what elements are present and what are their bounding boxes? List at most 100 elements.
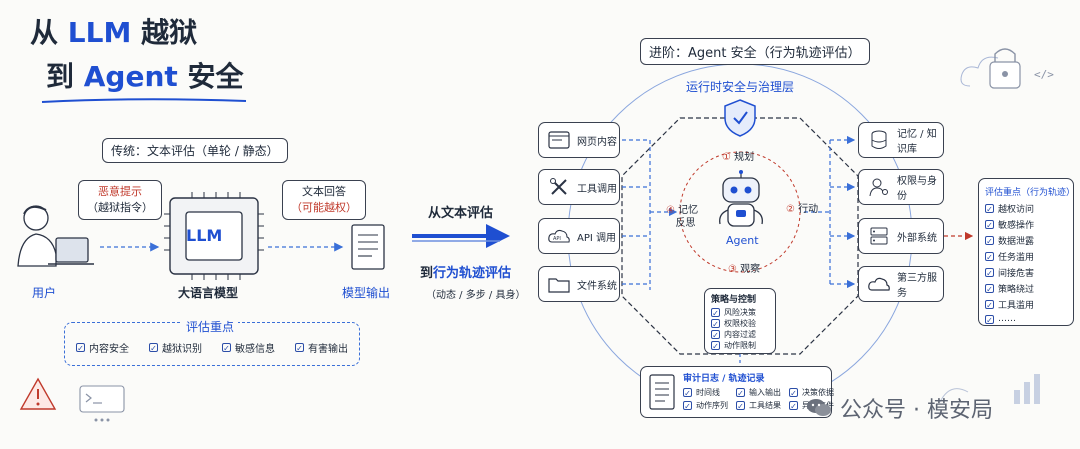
terminal-icon bbox=[79, 385, 125, 422]
cloud-lock-icon: </> bbox=[960, 48, 1054, 89]
checkbox-icon: ✓ bbox=[985, 204, 994, 214]
checkbox-icon: ✓ bbox=[711, 341, 720, 351]
database-icon bbox=[867, 129, 891, 151]
traditional-focus-list: ✓内容安全 ✓越狱识别 ✓敏感信息 ✓有害输出 bbox=[76, 340, 348, 355]
svg-text:API: API bbox=[553, 236, 561, 242]
audit-item: ✓时间线 bbox=[683, 388, 720, 398]
watermark: 公众号 · 模安局 bbox=[806, 392, 993, 424]
checkbox-icon: ✓ bbox=[683, 401, 692, 411]
input-tool-call: 工具调用 bbox=[538, 169, 620, 205]
checkbox-icon: ✓ bbox=[736, 388, 745, 398]
document-icon bbox=[351, 224, 385, 270]
user-illustration-icon bbox=[17, 205, 94, 267]
loop-observe: ③ 观察 bbox=[728, 264, 761, 275]
checkbox-icon: ✓ bbox=[222, 343, 231, 353]
user-key-icon bbox=[867, 176, 891, 198]
traditional-header: 传统：文本评估（单轮 / 静态） bbox=[102, 138, 288, 163]
checkbox-icon: ✓ bbox=[985, 284, 994, 294]
policy-item: ✓风险决策 bbox=[711, 308, 756, 318]
output-permissions: 权限与身份 bbox=[858, 169, 944, 205]
audit-title: 审计日志 / 轨迹记录 bbox=[683, 374, 765, 384]
checkbox-icon: ✓ bbox=[76, 343, 85, 353]
checkbox-icon: ✓ bbox=[683, 388, 692, 398]
output-external-system: 外部系统 bbox=[858, 218, 944, 254]
title-line-2: 到 Agent 安全 bbox=[46, 60, 244, 93]
loop-plan: ① 规划 bbox=[722, 152, 755, 163]
governance-label: 运行时安全与治理层 bbox=[686, 80, 795, 94]
output-third-party: 第三方服务 bbox=[858, 266, 944, 302]
focus-item: ✓越狱识别 bbox=[149, 343, 202, 355]
malicious-prompt-bubble: 恶意提示 （越狱指令） bbox=[78, 180, 162, 220]
title-line-1: 从 LLM 越狱 bbox=[30, 16, 198, 49]
checkbox-icon: ✓ bbox=[711, 319, 720, 329]
advanced-focus-item: ✓…… bbox=[985, 314, 1016, 325]
folder-icon bbox=[547, 273, 571, 295]
api-cloud-icon: API bbox=[547, 225, 571, 247]
focus-item: ✓敏感信息 bbox=[222, 343, 275, 355]
text-answer-bubble: 文本回答 （可能越权） bbox=[282, 180, 366, 220]
browser-icon bbox=[547, 129, 571, 151]
audit-item: ✓输入输出 bbox=[736, 388, 781, 398]
audit-item: ✓决策依据 bbox=[789, 388, 834, 398]
input-file-system: 文件系统 bbox=[538, 266, 620, 302]
checkbox-icon: ✓ bbox=[985, 252, 994, 262]
svg-text:</>: </> bbox=[1034, 68, 1054, 81]
checkbox-icon: ✓ bbox=[711, 308, 720, 318]
user-label: 用户 bbox=[32, 286, 57, 300]
transition-from: 从文本评估 bbox=[428, 206, 494, 221]
policy-item: ✓动作限制 bbox=[711, 341, 756, 351]
traditional-focus-title: 评估重点 bbox=[182, 318, 239, 335]
loop-memory: ④ 记忆 反思 bbox=[666, 205, 699, 229]
title-underline bbox=[41, 98, 247, 103]
llm-label: 大语言模型 bbox=[178, 286, 239, 300]
checkbox-icon: ✓ bbox=[985, 236, 994, 246]
advanced-focus-item: ✓越权访问 bbox=[985, 204, 1035, 215]
model-output-label: 模型输出 bbox=[342, 286, 391, 300]
wechat-icon bbox=[806, 397, 832, 419]
output-memory: 记忆 / 知识库 bbox=[858, 122, 944, 158]
robot-agent-icon bbox=[719, 170, 763, 227]
advanced-focus-item: ✓数据泄露 bbox=[985, 236, 1035, 247]
policy-box: 策略与控制 ✓风险决策 ✓权限校验 ✓内容过滤 ✓动作限制 bbox=[704, 288, 776, 354]
policy-title: 策略与控制 bbox=[711, 295, 757, 305]
focus-item: ✓内容安全 bbox=[76, 343, 129, 355]
input-web-content: 网页内容 bbox=[538, 122, 620, 158]
advanced-focus-item: ✓工具滥用 bbox=[985, 300, 1035, 311]
advanced-header: 进阶：Agent 安全（行为轨迹评估） bbox=[640, 38, 870, 65]
llm-chip-text: LLM bbox=[186, 226, 223, 245]
checkbox-icon: ✓ bbox=[149, 343, 158, 353]
advanced-focus-title: 评估重点（行为轨迹） bbox=[985, 188, 1076, 198]
cloud-icon bbox=[867, 273, 891, 295]
checkbox-icon: ✓ bbox=[711, 330, 720, 340]
transition-to: 到行为轨迹评估 bbox=[420, 266, 512, 281]
focus-item: ✓有害输出 bbox=[295, 343, 348, 355]
policy-item: ✓内容过滤 bbox=[711, 330, 756, 340]
shield-icon bbox=[724, 99, 756, 137]
wrench-icon bbox=[547, 176, 571, 198]
input-api-call: API API 调用 bbox=[538, 218, 620, 254]
checkbox-icon: ✓ bbox=[985, 300, 994, 310]
server-icon bbox=[867, 225, 891, 247]
audit-box: 审计日志 / 轨迹记录 ✓时间线 ✓输入输出 ✓决策依据 ✓动作序列 ✓工具结果… bbox=[640, 366, 834, 418]
agent-label: Agent bbox=[726, 234, 759, 247]
llm-chip-icon bbox=[164, 192, 264, 280]
checkbox-icon: ✓ bbox=[295, 343, 304, 353]
transition-sub: （动态 / 多步 / 具身） bbox=[426, 290, 526, 301]
advanced-focus-item: ✓任务滥用 bbox=[985, 252, 1035, 263]
warning-icon bbox=[19, 377, 57, 410]
advanced-focus-item: ✓敏感操作 bbox=[985, 220, 1035, 231]
audit-item: ✓工具结果 bbox=[736, 401, 781, 411]
loop-act: ② 行动 bbox=[786, 204, 819, 215]
checkbox-icon: ✓ bbox=[789, 388, 798, 398]
policy-item: ✓权限校验 bbox=[711, 319, 756, 329]
chart-doodle-icon bbox=[939, 374, 1040, 404]
audit-item: ✓动作序列 bbox=[683, 401, 728, 411]
checkbox-icon: ✓ bbox=[985, 220, 994, 230]
checkbox-icon: ✓ bbox=[985, 268, 994, 278]
checkbox-icon: ✓ bbox=[789, 401, 798, 411]
checkbox-icon: ✓ bbox=[985, 314, 994, 325]
checkbox-icon: ✓ bbox=[736, 401, 745, 411]
advanced-focus-box: 评估重点（行为轨迹） ✓越权访问 ✓敏感操作 ✓数据泄露 ✓任务滥用 ✓间接危害… bbox=[978, 178, 1076, 326]
log-book-icon bbox=[649, 374, 675, 410]
advanced-focus-item: ✓间接危害 bbox=[985, 268, 1035, 279]
